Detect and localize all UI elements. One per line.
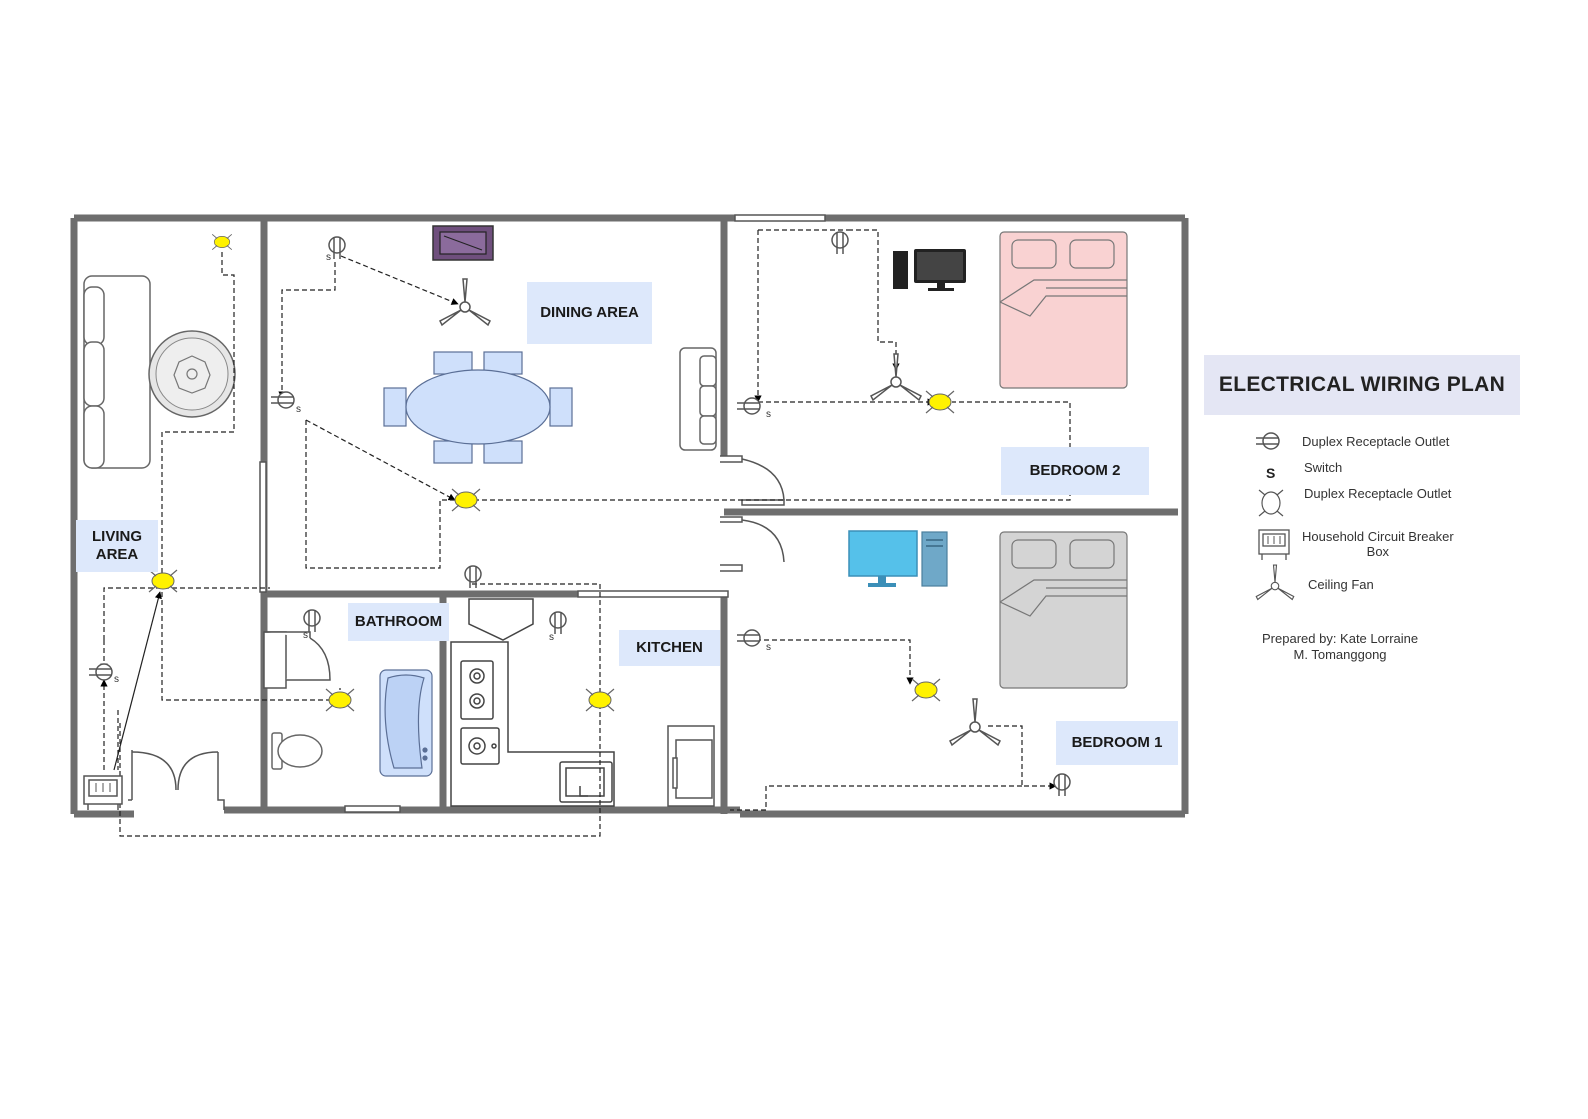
switch-mark: s (549, 632, 554, 643)
room-label-bathroom: BATHROOM (348, 603, 449, 641)
dining-table (383, 351, 573, 464)
circuit-breaker-icon (1258, 529, 1290, 560)
light-kitchen (585, 688, 615, 712)
duplex-receptacle-icon (1255, 432, 1280, 450)
dining-sofa (679, 347, 717, 451)
room-label-living: LIVING AREA (76, 520, 158, 572)
light-bathroom (325, 688, 355, 712)
ceiling-fan-bedroom2 (870, 353, 922, 401)
bed-1 (999, 531, 1128, 689)
plan-title: ELECTRICAL WIRING PLAN (1204, 355, 1520, 415)
windows (259, 214, 826, 813)
light-bedroom2 (925, 390, 955, 414)
switch-marks: s s s s s s s (114, 252, 771, 685)
ceiling-fan-icon (1255, 564, 1295, 601)
receptacle-kitchen-top (464, 565, 482, 589)
light-outlet-icon (1258, 489, 1284, 517)
light-living (148, 569, 178, 593)
receptacle-bedroom2-top (831, 231, 849, 255)
legend-label-breaker: Household Circuit Breaker Box (1302, 529, 1454, 559)
round-table (148, 330, 236, 418)
legend-label-fan: Ceiling Fan (1308, 577, 1374, 592)
prepared-by: Prepared by: Kate Lorraine M. Tomanggong (1262, 631, 1419, 662)
ceiling-fan-bedroom1 (949, 698, 1001, 746)
walls (70, 214, 1189, 818)
receptacle-bedroom1-left (736, 629, 761, 647)
bed-2 (999, 231, 1128, 389)
switch-mark: s (303, 630, 308, 641)
receptacle-living (88, 663, 113, 681)
switch-mark: s (326, 252, 331, 263)
legend-label-receptacle: Duplex Receptacle Outlet (1302, 434, 1450, 449)
room-label-bedroom1: BEDROOM 1 (1056, 721, 1178, 765)
light-dining (451, 488, 481, 512)
receptacle-dining-top (328, 236, 346, 260)
receptacle-bedroom2-left (736, 397, 761, 415)
room-label-kitchen: KITCHEN (619, 630, 720, 666)
receptacle-kitchen (549, 611, 567, 635)
legend-label-light-outlet: Duplex Receptacle Outlet (1304, 486, 1452, 501)
computer-blue (848, 530, 948, 587)
ceiling-fan-dining (439, 278, 491, 326)
bathtub (379, 669, 433, 777)
receptacle-bathroom (303, 609, 321, 633)
circuit-breaker-box (83, 775, 123, 810)
switch-mark: s (114, 674, 119, 685)
doors (128, 455, 785, 810)
legend-switch-symbol: S (1266, 465, 1276, 481)
room-label-bedroom2: BEDROOM 2 (1001, 447, 1149, 495)
light-bedroom1 (911, 678, 941, 702)
toilet (271, 732, 323, 770)
computer-black (893, 249, 966, 291)
switch-mark: s (296, 404, 301, 415)
room-label-dining: DINING AREA (527, 282, 652, 344)
fridge (667, 725, 715, 807)
receptacle-bedroom1-bottom (1053, 773, 1071, 797)
kitchen-counter (450, 598, 615, 807)
wall-tv (432, 225, 494, 261)
sofa (83, 275, 151, 469)
switch-mark: s (766, 642, 771, 653)
switch-mark: s (766, 409, 771, 420)
legend-label-switch: Switch (1304, 460, 1343, 475)
receptacle-dining-left (270, 391, 295, 409)
light-living-top (211, 233, 233, 251)
